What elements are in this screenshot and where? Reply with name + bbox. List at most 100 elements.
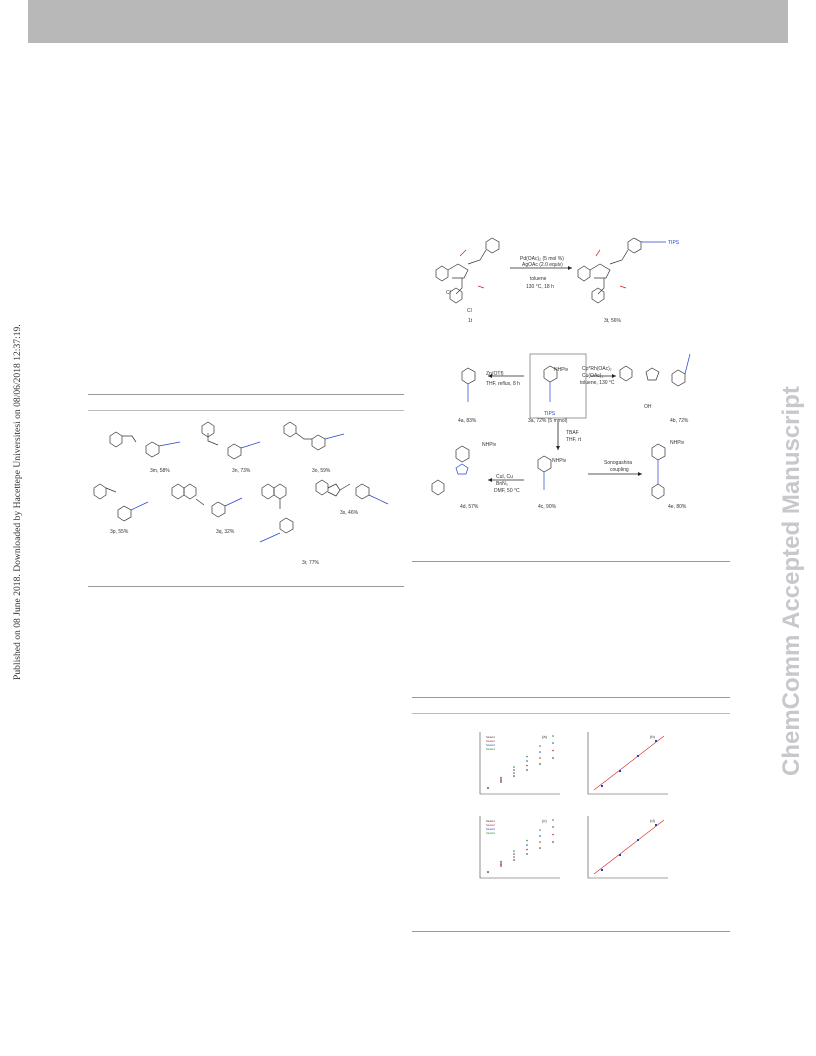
- data-point: [513, 772, 515, 774]
- legend-entry: Series3: [486, 743, 495, 747]
- scheme-top-conditions: AgOAc (2.0 equiv): [522, 262, 563, 268]
- journal-header-bar: [28, 0, 788, 43]
- table-product-label: 3r, 77%: [302, 560, 319, 566]
- scheme-npiv-2: NHPiv: [482, 442, 497, 448]
- data-point: [500, 860, 502, 863]
- data-point: [526, 755, 528, 758]
- scheme-top-cl: Cl: [446, 290, 451, 296]
- table-product-label: 3n, 73%: [232, 468, 251, 474]
- legend-entry: Series3: [486, 827, 495, 831]
- data-point: [500, 776, 502, 779]
- data-point: [601, 785, 603, 787]
- data-point: [539, 829, 541, 831]
- scheme-top-cl: Cl: [467, 308, 472, 314]
- data-point: [552, 735, 554, 737]
- table-bottom-rule: [88, 586, 404, 587]
- data-point: [513, 766, 515, 768]
- scheme-sonogashira-conditions: Sonogashira: [604, 460, 633, 466]
- data-point: [539, 841, 541, 843]
- table-header-rule: [88, 410, 404, 411]
- data-point: [500, 781, 502, 783]
- data-point: [552, 833, 554, 836]
- scheme-right-acid: OH: [644, 404, 652, 410]
- data-point: [513, 850, 515, 852]
- data-point: [539, 835, 541, 837]
- scheme-down-conditions: THF, rt: [566, 437, 581, 443]
- panel-axes: [479, 816, 560, 879]
- data-point: [500, 862, 502, 864]
- publication-note-text: Published on 08 June 2018. Downloaded by…: [12, 324, 23, 680]
- panel-label: (c): [542, 818, 547, 823]
- data-point: [637, 755, 639, 757]
- table-product-label: 3o, 59%: [312, 468, 331, 474]
- data-point: [552, 841, 554, 843]
- table-product-label: 3m, 58%: [150, 468, 170, 474]
- table-product-label: 3s, 46%: [340, 510, 359, 516]
- fit-line: [593, 735, 665, 791]
- data-point: [513, 775, 515, 777]
- legend-entry: Series1: [486, 819, 495, 823]
- data-point: [539, 847, 541, 849]
- scheme-nhpiv-label: NHPiv: [670, 440, 685, 446]
- data-point: [487, 787, 489, 789]
- data-point: [526, 760, 528, 762]
- data-point: [526, 844, 528, 846]
- data-point: [526, 839, 528, 842]
- panel-axes: [587, 732, 668, 795]
- scheme-left-conditions: Zn(OTf): [486, 371, 504, 377]
- figure-header-rule: [412, 713, 730, 714]
- scheme-tips: TIPS: [544, 411, 556, 417]
- scheme-sono-product: 4e, 80%: [668, 504, 687, 510]
- accepted-manuscript-watermark: ChemComm Accepted Manuscript: [770, 260, 816, 780]
- kinetics-panel: (b): [587, 732, 668, 795]
- legend-entry: Series1: [486, 735, 495, 739]
- data-point: [655, 740, 657, 742]
- scheme-cycloadd-conditions: CuI, Cu: [496, 474, 513, 480]
- scheme-right-conditions: toluene, 130 °C: [580, 380, 615, 386]
- data-point: [526, 853, 528, 855]
- figure-bottom-rule: [412, 931, 730, 932]
- scheme-bottom-structures: [431, 353, 691, 500]
- data-point: [552, 826, 554, 828]
- data-point: [500, 779, 502, 782]
- data-point: [552, 749, 554, 752]
- data-point: [513, 853, 515, 855]
- substrate-scope-table: [93, 421, 389, 543]
- publication-note: Published on 08 June 2018. Downloaded by…: [2, 240, 23, 680]
- scheme-npiv: NHPiv: [554, 367, 569, 373]
- data-point: [513, 859, 515, 861]
- scheme-right-conditions: Cp*Rh(OAc)₂: [582, 366, 612, 372]
- data-point: [500, 865, 502, 867]
- data-point: [552, 819, 554, 821]
- scheme-top-structures: [435, 237, 666, 304]
- data-point: [513, 769, 515, 771]
- fit-line: [593, 819, 665, 875]
- data-point: [637, 839, 639, 841]
- data-point: [619, 854, 621, 856]
- panel-label: (a): [542, 734, 548, 739]
- scheme-top-conditions: 130 °C, 18 h: [526, 284, 554, 290]
- scheme-top-conditions: Pd(OAc)₂ (5 mol %): [520, 256, 564, 262]
- table-product-label: 3p, 55%: [110, 529, 129, 535]
- scheme-cyclo-product: 4d, 57%: [460, 504, 479, 510]
- kinetics-figure: (a)Series1Series2Series3Series4(b)(c)Ser…: [479, 732, 668, 879]
- panel-label: (b): [650, 734, 656, 739]
- scheme-right-conditions: Cu(OAc)₂: [582, 373, 604, 379]
- scheme-middle-product: 4c, 90%: [538, 504, 557, 510]
- scheme-down-conditions: TBAF: [566, 430, 579, 436]
- data-point: [526, 848, 528, 851]
- legend-entry: Series2: [486, 823, 495, 827]
- data-point: [500, 863, 502, 866]
- legend-entry: Series2: [486, 739, 495, 743]
- scheme-bottom-rule: [412, 561, 730, 562]
- data-point: [513, 856, 515, 858]
- data-point: [601, 869, 603, 871]
- scheme-top-tips: TIPS: [668, 240, 680, 246]
- data-point: [552, 742, 554, 744]
- data-point: [539, 763, 541, 765]
- figure-top-rule: [412, 697, 730, 698]
- data-point: [539, 757, 541, 759]
- legend-entry: Series4: [486, 831, 495, 835]
- data-point: [487, 871, 489, 873]
